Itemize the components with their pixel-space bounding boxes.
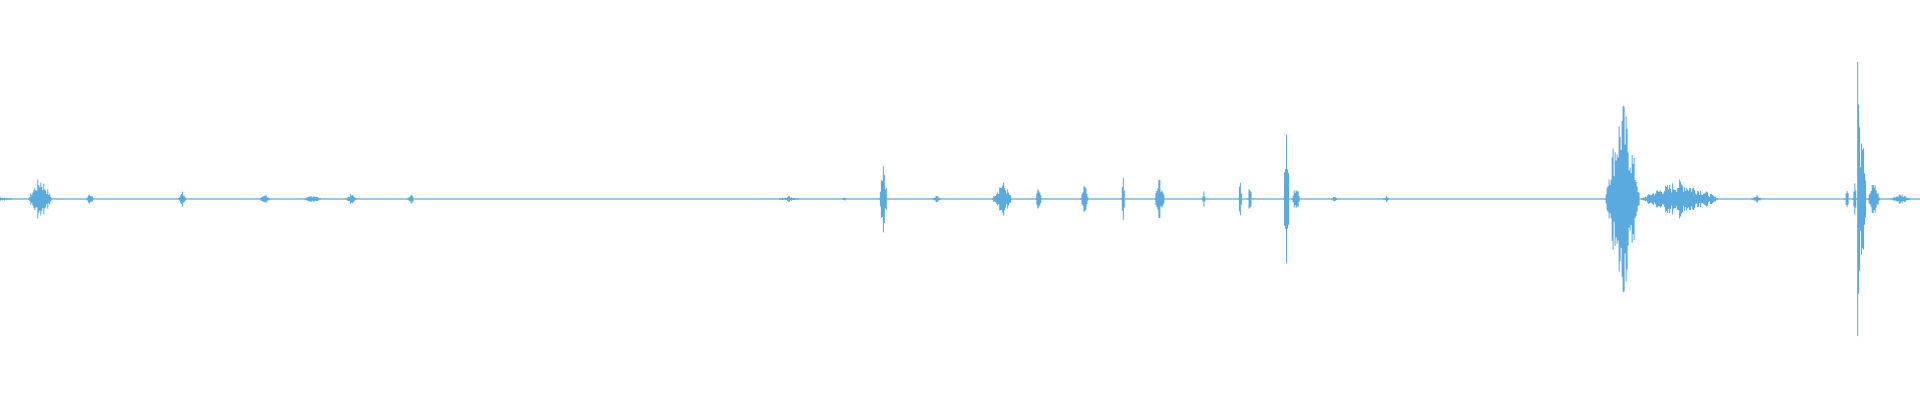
waveform-burst	[1283, 134, 1290, 264]
waveform-burst	[1867, 184, 1880, 214]
waveform-burst	[1641, 179, 1719, 219]
waveform-burst	[932, 195, 941, 203]
waveform-burst	[28, 179, 53, 219]
waveform-burst	[1120, 178, 1125, 220]
waveform-burst	[1852, 183, 1857, 215]
waveform-burst	[304, 196, 321, 202]
waveform-burst	[1331, 197, 1338, 201]
waveform-burst	[1844, 190, 1849, 208]
waveform-burst	[0, 197, 12, 201]
waveform-burst	[1237, 182, 1242, 216]
waveform-bursts	[0, 61, 1911, 337]
waveform-burst	[842, 197, 847, 201]
waveform-burst	[1035, 189, 1042, 209]
waveform-burst	[1751, 195, 1762, 203]
waveform-burst	[992, 182, 1013, 216]
waveform-burst	[178, 191, 187, 207]
waveform-burst	[1890, 194, 1911, 204]
waveform-burst	[1080, 185, 1089, 213]
waveform-burst	[1382, 195, 1389, 203]
waveform-burst	[85, 194, 94, 204]
waveform-burst	[779, 196, 800, 202]
waveform-burst	[1201, 191, 1206, 207]
waveform-burst	[1858, 143, 1867, 255]
waveform-burst	[1154, 179, 1165, 219]
waveform-burst	[1856, 61, 1861, 337]
waveform-burst	[1247, 189, 1252, 209]
waveform-burst	[407, 194, 414, 204]
waveform-burst	[878, 165, 887, 233]
waveform-burst	[345, 194, 358, 204]
waveform-burst	[1291, 190, 1300, 208]
waveform-burst	[1604, 105, 1640, 293]
waveform-burst	[259, 194, 270, 204]
